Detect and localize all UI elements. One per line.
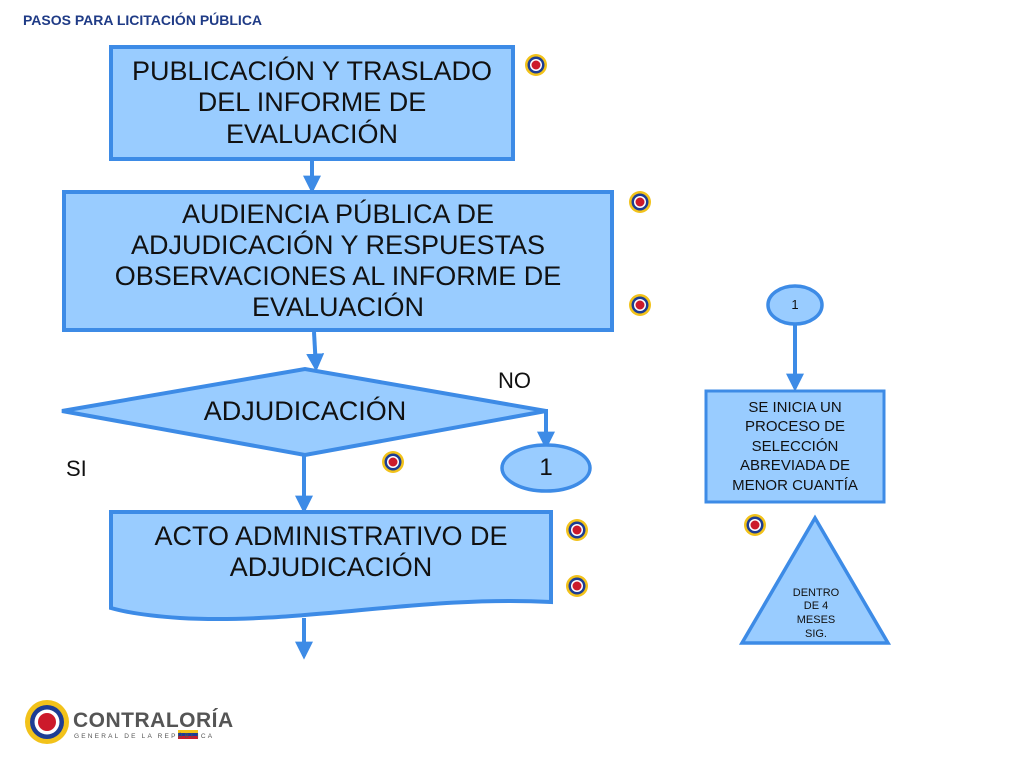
audiencia-label: AUDIENCIA PÚBLICA DE ADJUDICACIÓN Y RESP… xyxy=(114,198,562,323)
adjudicacion-decision xyxy=(61,366,547,458)
nuevo-proceso-label: SE INICIA UN PROCESO DE SELECCIÓN ABREVI… xyxy=(732,398,858,494)
decision-label: ADJUDICACIÓN xyxy=(203,396,407,427)
nuevo-proceso-box xyxy=(704,389,886,504)
logo-name: CONTRALORÍA xyxy=(73,709,234,732)
plazo-triangle xyxy=(738,514,892,645)
acto-document-box xyxy=(109,510,553,622)
marker-icon xyxy=(629,191,651,213)
logo-subtitle: GENERAL DE LA REPÚBLICA xyxy=(74,733,215,740)
publicacion-box xyxy=(109,45,515,161)
marker-icon xyxy=(629,294,651,316)
acto-label: ACTO ADMINISTRATIVO DE ADJUDICACIÓN xyxy=(154,520,508,582)
audiencia-box xyxy=(62,190,614,332)
no-label: NO xyxy=(498,368,531,393)
plazo-label: DENTRO DE 4 MESES SIG. xyxy=(792,586,840,640)
marker-icon xyxy=(566,519,588,541)
publicacion-label: PUBLICACIÓN Y TRASLADO DEL INFORME DE EV… xyxy=(131,56,493,149)
marker-icon xyxy=(744,514,766,536)
marker-icon xyxy=(525,54,547,76)
yes-label: SI xyxy=(66,456,87,481)
connector-right-circle xyxy=(766,284,824,326)
connector-no-label: 1 xyxy=(539,454,553,482)
connector-right-label: 1 xyxy=(791,296,799,312)
marker-icon xyxy=(566,575,588,597)
arrow-audiencia-to-decision xyxy=(306,331,325,372)
arrow-decision-no xyxy=(536,409,555,450)
page-title: PASOS PARA LICITACIÓN PÚBLICA xyxy=(23,12,263,28)
marker-icon xyxy=(382,451,404,473)
connector-no-circle xyxy=(500,443,592,493)
contraloria-logo-icon xyxy=(25,700,69,744)
logo-flag-stripe xyxy=(178,730,198,733)
